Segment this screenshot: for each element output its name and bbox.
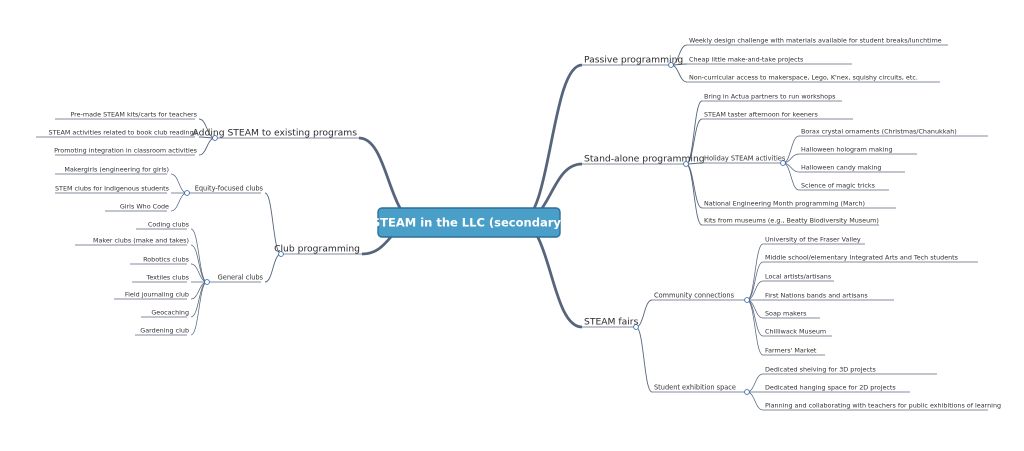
leaf-connector	[190, 244, 208, 283]
topic-leaf[interactable]: Robotics clubs	[143, 256, 190, 264]
topic-leaf[interactable]: Weekly design challenge with materials a…	[689, 37, 942, 45]
topic-leaf[interactable]: University of the Fraser Valley	[765, 236, 861, 244]
branch-club-programming[interactable]: Club programming	[274, 244, 360, 255]
collapse-knob[interactable]	[744, 297, 750, 303]
leaf-connector	[746, 280, 764, 301]
topic-leaf[interactable]: Middle school/elementary Integrated Arts…	[765, 254, 959, 262]
child-connector	[685, 163, 703, 209]
topic-leaf[interactable]: Makergirls (engineering for girls)	[64, 166, 169, 174]
topic-leaf[interactable]: Dedicated shelving for 3D projects	[765, 366, 876, 374]
central-topic-label: STEAM in the LLC (secondary)	[372, 216, 566, 230]
leaf-connector	[746, 243, 764, 301]
leaf-connector	[170, 192, 188, 212]
topic-leaf[interactable]: Halloween hologram making	[801, 146, 893, 154]
topic-leaf[interactable]: STEAM activities related to book club re…	[49, 129, 198, 137]
topic-leaf[interactable]: Science of magic tricks	[801, 182, 876, 190]
topic-leaf[interactable]: National Engineering Month programming (…	[704, 200, 865, 208]
branch-passive-programming[interactable]: Passive programming	[584, 55, 683, 66]
collapse-knob[interactable]	[204, 279, 210, 285]
leaf-connector	[746, 299, 764, 337]
leaf-connector	[746, 391, 764, 411]
central-topic[interactable]: STEAM in the LLC (secondary)	[372, 207, 566, 238]
child-connector	[635, 299, 653, 328]
collapse-knob[interactable]	[683, 161, 689, 167]
topic-leaf[interactable]: Farmers' Market	[765, 347, 817, 355]
topic-leaf[interactable]: Girls Who Code	[120, 203, 169, 211]
topic-leaf[interactable]: Bring in Actua partners to run workshops	[704, 93, 836, 101]
topic-leaf[interactable]: Kits from museums (e.g., Beatty Biodiver…	[704, 217, 879, 225]
branch-connector	[519, 63, 583, 224]
topic-leaf[interactable]: Textiles clubs	[146, 274, 190, 282]
leaf-connector	[190, 263, 208, 283]
topic-leaf[interactable]: STEAM taster afternoon for keeners	[704, 111, 818, 119]
topic-leaf[interactable]: Coding clubs	[148, 221, 190, 229]
leaf-connector	[746, 373, 764, 393]
topic-leaf[interactable]: Gardening club	[140, 327, 189, 335]
subtopic[interactable]: General clubs	[218, 274, 264, 282]
collapse-knob[interactable]	[744, 389, 750, 395]
leaf-connector	[190, 281, 208, 318]
topic-leaf[interactable]: Soap makers	[765, 310, 807, 318]
collapse-knob[interactable]	[184, 190, 190, 196]
topic-leaf[interactable]: First Nations bands and artisans	[765, 292, 868, 300]
branch-adding-steam-to-existing-programs[interactable]: Adding STEAM to existing programs	[193, 128, 358, 139]
topic-leaf[interactable]: Dedicated hanging space for 2D projects	[765, 384, 896, 392]
leaf-connector	[746, 299, 764, 319]
subtopic[interactable]: Community connections	[654, 292, 735, 300]
collapse-knob[interactable]	[633, 324, 639, 330]
leaf-connector	[746, 261, 764, 301]
topic-leaf[interactable]: STEM clubs for Indigenous students	[55, 185, 170, 193]
child-connector	[264, 253, 282, 283]
branch-steam-fairs[interactable]: STEAM fairs	[584, 317, 639, 328]
collapse-knob[interactable]	[780, 160, 786, 166]
topic-leaf[interactable]: Promoting integration in classroom activ…	[54, 147, 198, 155]
topic-leaf[interactable]: Chilliwack Museum	[765, 328, 826, 336]
subtopic[interactable]: Holiday STEAM activities	[704, 155, 786, 163]
child-connector	[198, 137, 216, 156]
topic-leaf[interactable]: Pre-made STEAM kits/carts for teachers	[70, 111, 197, 119]
child-connector	[685, 163, 703, 226]
topic-leaf[interactable]: Maker clubs (make and takes)	[93, 237, 189, 245]
subtopic[interactable]: Student exhibition space	[654, 384, 736, 392]
leaf-connector	[190, 228, 208, 283]
collapse-knob[interactable]	[212, 135, 218, 141]
branch-connector	[519, 220, 583, 329]
leaf-connector	[170, 173, 188, 194]
branch-stand-alone-programming[interactable]: Stand-alone programming	[584, 154, 705, 165]
subtopic[interactable]: Equity-focused clubs	[195, 185, 264, 193]
topic-leaf[interactable]: Field journaling club	[125, 291, 189, 299]
topic-leaf[interactable]: Non-curricular access to makerspace, Leg…	[689, 74, 918, 82]
child-connector	[635, 326, 653, 393]
topic-leaf[interactable]: Borax crystal ornaments (Christmas/Chanu…	[801, 128, 957, 136]
topic-leaf[interactable]: Planning and collaborating with teachers…	[765, 402, 1001, 410]
topic-leaf[interactable]: Halloween candy making	[801, 164, 881, 172]
collapse-knob[interactable]	[278, 251, 284, 257]
central-topic-box[interactable]	[377, 207, 561, 238]
topic-leaf[interactable]: Cheap little make-and-take projects	[689, 56, 804, 64]
topic-leaf[interactable]: Geocaching	[151, 309, 189, 317]
child-connector	[670, 64, 688, 83]
topic-leaf[interactable]: Local artists/artisans	[765, 273, 832, 281]
node-layer: Passive programming Weekly design challen…	[36, 37, 1001, 411]
collapse-knob[interactable]	[668, 62, 674, 68]
